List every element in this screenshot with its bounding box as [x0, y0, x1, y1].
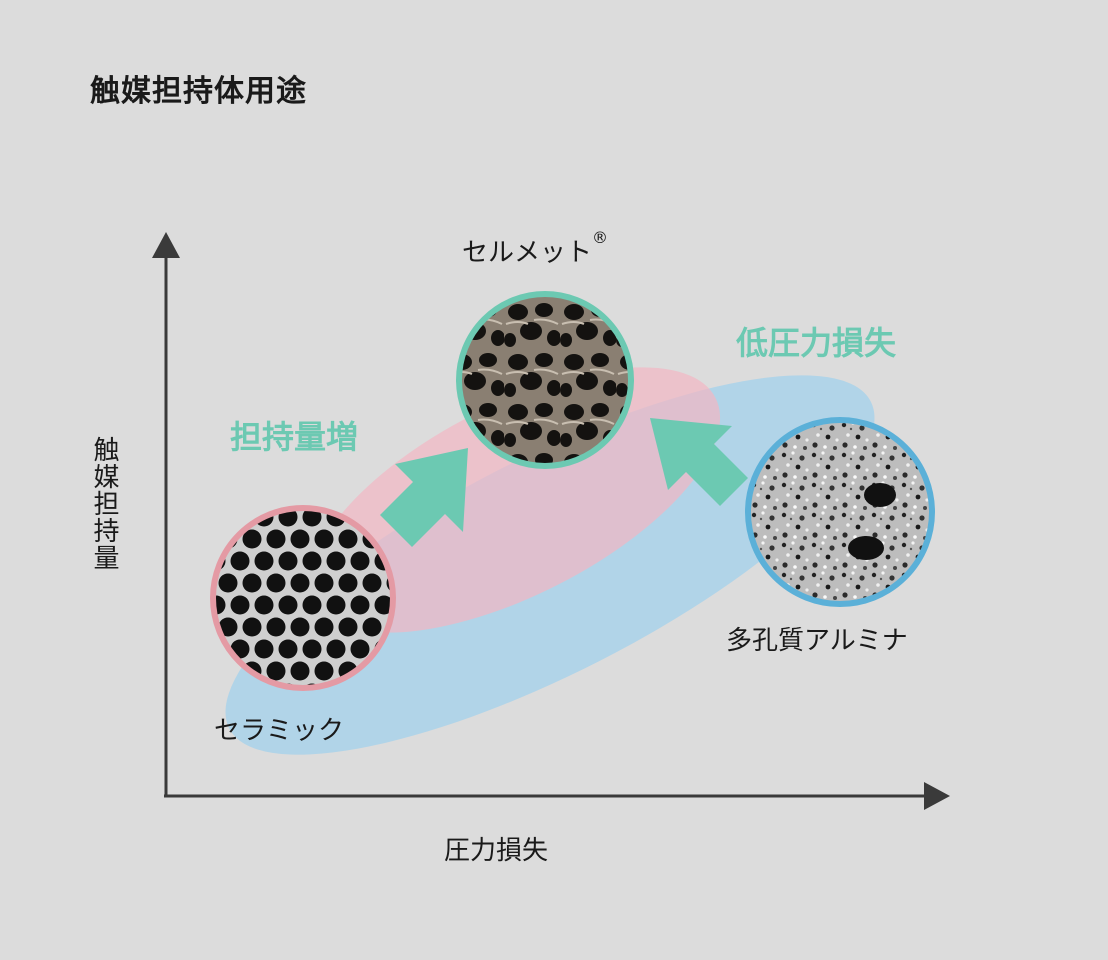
high-loading-region: [309, 367, 721, 633]
ceramic-sample: [210, 505, 396, 691]
y-axis-arrowhead: [152, 232, 180, 258]
x-axis-arrowhead: [924, 782, 950, 810]
alumina-sample: [745, 417, 935, 607]
registered-mark: ®: [592, 228, 609, 247]
low-pressure-arrow: [650, 418, 748, 506]
increase-annotation: 担持量増: [230, 418, 359, 456]
celmet-label: セルメット®: [462, 228, 608, 269]
celmet-name: セルメット: [462, 238, 593, 268]
low-pressure-annotation: 低圧力損失: [736, 324, 897, 362]
increase-arrow: [380, 448, 468, 547]
celmet-sample: [456, 291, 634, 469]
alumina-label: 多孔質アルミナ: [726, 626, 908, 656]
y-axis-label: 触媒担持量: [89, 436, 119, 571]
ceramic-label: セラミック: [214, 716, 345, 746]
x-axis-label: 圧力損失: [444, 836, 549, 866]
page-title: 触媒担持体用途: [90, 74, 307, 109]
